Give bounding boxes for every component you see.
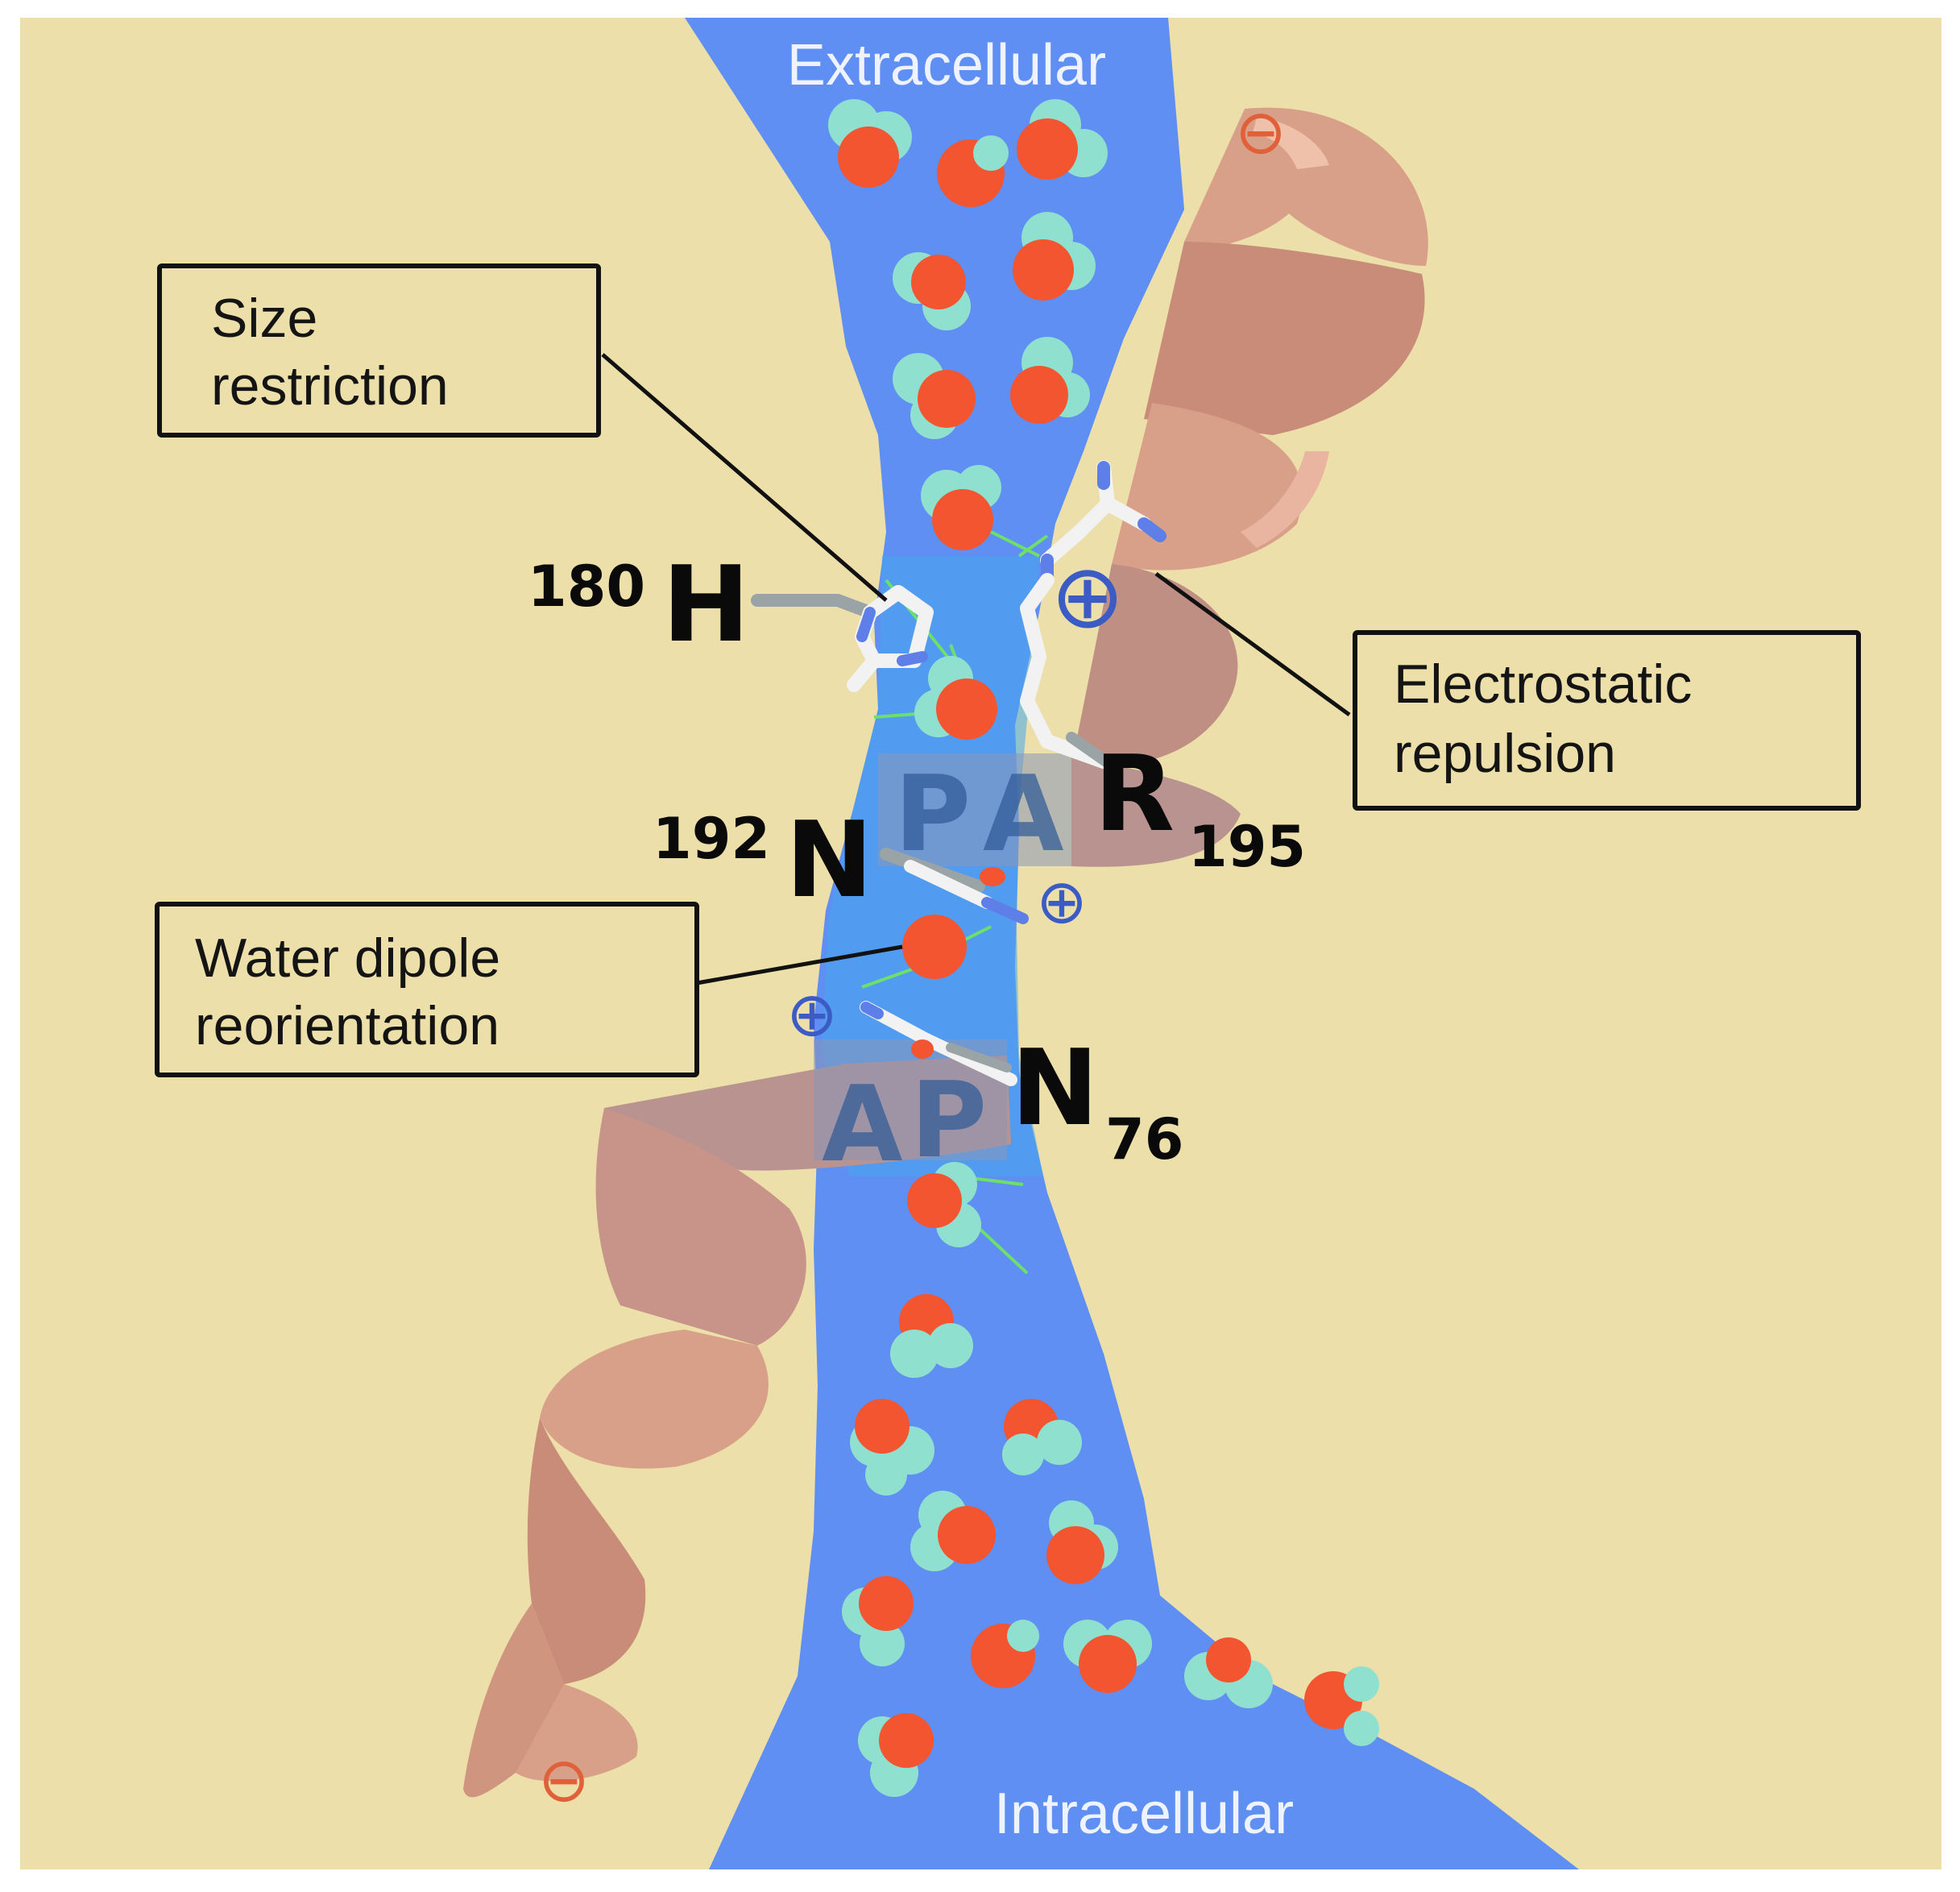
upper-right-helix	[1071, 107, 1428, 867]
svg-text:⊕: ⊕	[1036, 868, 1088, 936]
lower-npa-a: A	[822, 1063, 903, 1185]
water-molecule	[1013, 212, 1096, 301]
size-restriction-callout: Size restriction	[157, 263, 601, 438]
water-molecule	[893, 252, 971, 330]
svg-text:repulsion: repulsion	[1394, 723, 1616, 784]
lower-npa-p: P	[910, 1059, 987, 1181]
arg195-label: R 195	[1094, 732, 1306, 880]
carbonyl-oxygen-lower	[911, 1039, 934, 1059]
positive-charge-npa-lower: ⊕	[786, 981, 838, 1049]
electrostatic-repulsion-leader	[1154, 571, 1351, 717]
carbonyl-oxygen-upper	[980, 867, 1005, 886]
svg-text:Size: Size	[211, 288, 317, 349]
water-molecule	[971, 1620, 1039, 1688]
svg-text:N: N	[1011, 1027, 1099, 1149]
upper-npa-p: P	[894, 753, 971, 875]
size-restriction-leader	[601, 353, 888, 602]
negative-charge-top: ⊖	[1235, 98, 1287, 167]
water-molecule	[828, 99, 912, 188]
intracellular-label: Intracellular	[994, 1782, 1294, 1846]
water-channel	[685, 18, 1579, 1869]
upper-npa-panel	[878, 753, 1071, 866]
negative-charge-bottom: ⊖	[538, 1746, 590, 1815]
callout-leaders	[601, 353, 1351, 985]
water-molecule	[850, 1399, 934, 1496]
svg-text:Water dipole: Water dipole	[195, 927, 500, 989]
his180-label: 180 H	[528, 543, 750, 666]
water-molecule	[893, 353, 976, 439]
svg-text:⊕: ⊕	[786, 981, 838, 1049]
svg-text:⊖: ⊖	[1235, 98, 1287, 167]
arg195-sidechain	[1020, 460, 1166, 771]
water-molecule	[907, 1162, 981, 1247]
electrostatic-repulsion-callout: Electrostatic repulsion	[1353, 630, 1861, 811]
svg-text:N: N	[785, 799, 873, 921]
svg-text:180: 180	[528, 554, 645, 620]
svg-text:192: 192	[653, 806, 770, 872]
svg-text:H: H	[662, 543, 750, 666]
water-molecule	[1017, 99, 1108, 180]
water-molecule	[1184, 1637, 1273, 1708]
water-dipole-callout: Water dipole reorientation	[155, 902, 699, 1077]
upper-npa-a: A	[983, 753, 1064, 875]
asn192-sidechain	[880, 848, 1029, 924]
water-molecule	[914, 656, 997, 740]
water-molecule	[858, 1713, 934, 1797]
upper-water-molecules	[828, 99, 1108, 550]
water-molecule	[1046, 1500, 1118, 1584]
water-molecule	[890, 1294, 973, 1378]
constriction-water-molecules	[902, 656, 1005, 1247]
water-molecule	[1304, 1666, 1379, 1746]
water-oxygen-central	[902, 915, 967, 979]
svg-text:⊕: ⊕	[1050, 547, 1125, 646]
svg-text:Electrostatic: Electrostatic	[1394, 653, 1692, 715]
svg-text:R: R	[1094, 732, 1175, 855]
svg-text:restriction: restriction	[211, 355, 449, 417]
svg-text:reorientation: reorientation	[195, 995, 499, 1056]
water-molecule	[937, 135, 1009, 207]
svg-text:195: 195	[1188, 814, 1306, 880]
asn76-label: N 76	[1011, 1027, 1183, 1172]
dipole-reorientation-leader	[696, 944, 903, 985]
positive-charge-arg195: ⊕	[1050, 547, 1125, 646]
asn76-sidechain	[860, 1001, 1017, 1086]
water-molecule	[1002, 1399, 1082, 1475]
water-molecule	[842, 1576, 914, 1666]
his180-sidechain	[751, 585, 934, 692]
asn192-label: 192 N	[653, 799, 873, 921]
water-molecule	[1063, 1620, 1152, 1693]
extracellular-label: Extracellular	[787, 33, 1106, 98]
svg-text:76: 76	[1105, 1106, 1183, 1172]
lower-water-molecules	[842, 1294, 1379, 1797]
water-molecule	[910, 1491, 996, 1571]
positive-charge-npa-upper: ⊕	[1036, 868, 1088, 936]
water-molecule	[921, 465, 1001, 550]
water-molecule	[1010, 337, 1090, 424]
svg-text:⊖: ⊖	[538, 1746, 590, 1815]
